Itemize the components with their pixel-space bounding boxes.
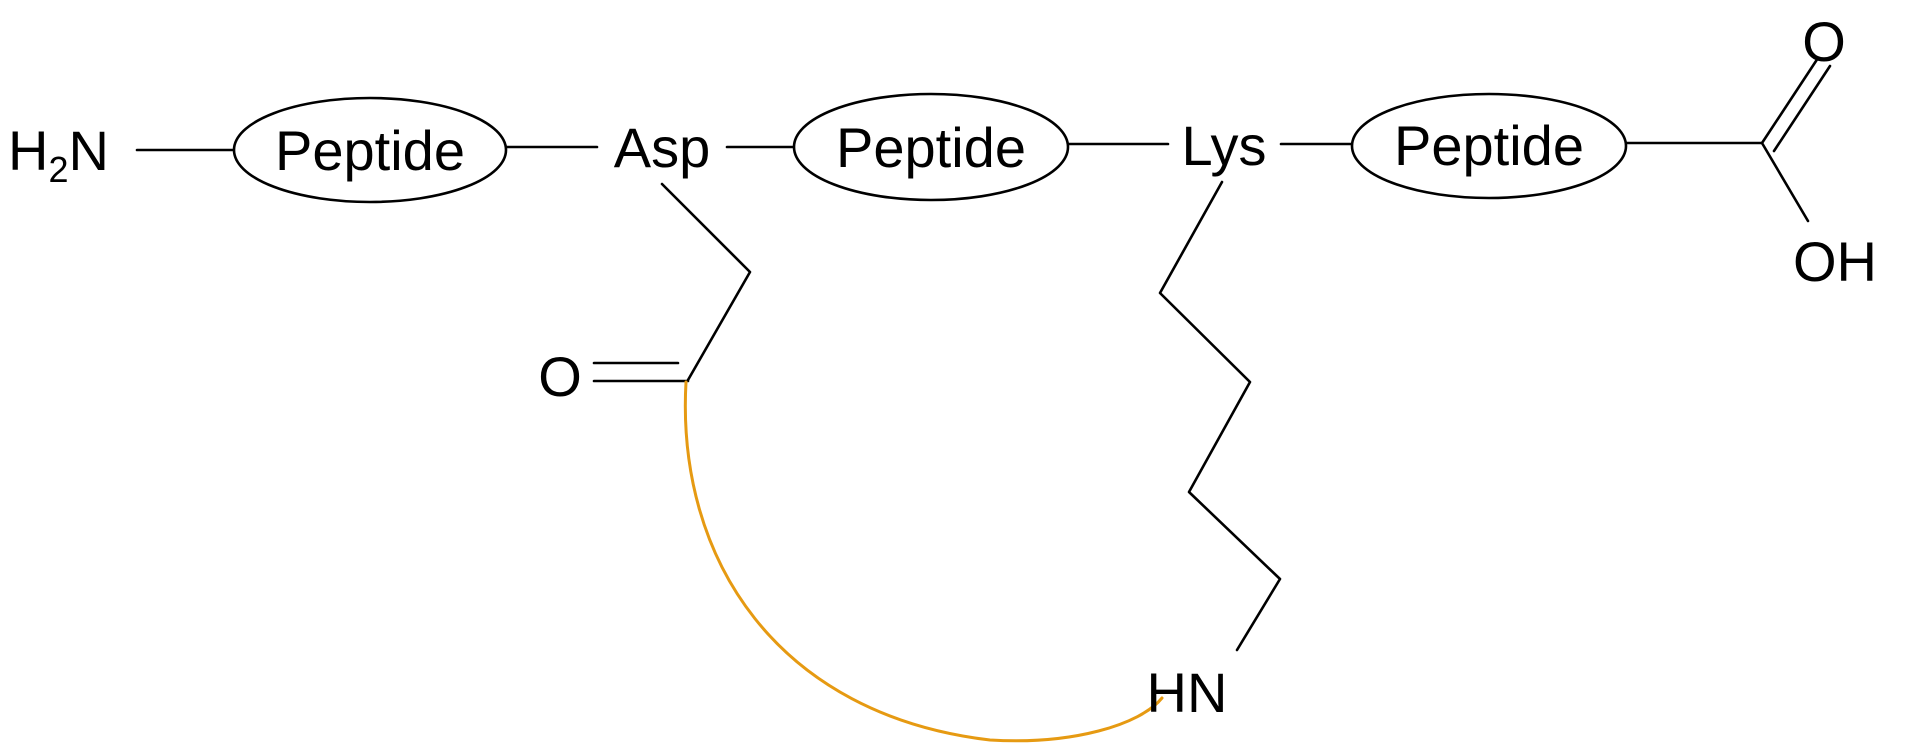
asp-side-chain xyxy=(660,182,752,382)
peptide-oval-2 xyxy=(792,92,1070,202)
peptide-label-1: Peptide xyxy=(275,119,465,182)
carboxyl-double-bond-a xyxy=(1760,56,1820,145)
asp-label: Asp xyxy=(614,116,711,179)
peptide-label-2: Peptide xyxy=(836,116,1026,179)
carboxyl-oxygen-label: O xyxy=(1802,10,1846,73)
asp-carbonyl-oxygen-label: O xyxy=(538,345,582,408)
carboxyl-oh-bond xyxy=(1760,141,1810,223)
peptide-oval-1 xyxy=(232,96,508,204)
hydroxyl-label: OH xyxy=(1793,230,1877,293)
peptide-oval-3 xyxy=(1350,92,1628,200)
crosslink-arc xyxy=(683,380,1164,743)
carboxyl-double-bond-b xyxy=(1772,64,1832,153)
lys-side-chain xyxy=(1158,180,1282,652)
n-terminus-label: H2N xyxy=(8,119,109,190)
lys-label: Lys xyxy=(1181,114,1266,177)
amide-nh-label: HN xyxy=(1147,661,1228,724)
peptide-label-3: Peptide xyxy=(1394,114,1584,177)
